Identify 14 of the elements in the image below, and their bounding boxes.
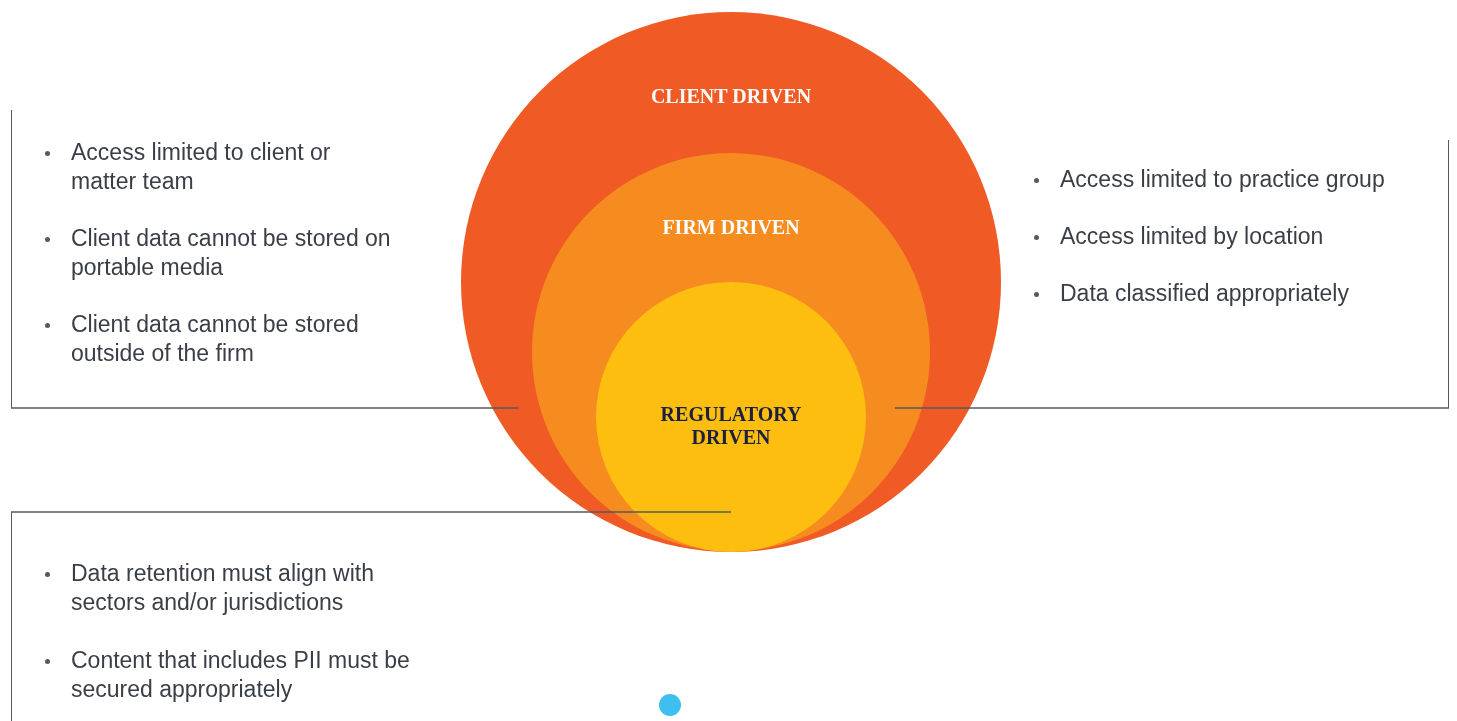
- circle-label: REGULATORY DRIVEN: [659, 403, 803, 449]
- circle-label: FIRM DRIVEN: [661, 216, 801, 239]
- leader-line: [10, 407, 519, 409]
- bullet-text: Client data cannot be stored on portable media: [71, 224, 392, 282]
- bullet-text: Content that includes PII must be secured appropriately: [71, 646, 411, 704]
- bullet-text: Access limited by location: [1060, 222, 1325, 251]
- bullet-text: Client data cannot be stored outside of the firm: [71, 310, 360, 368]
- bullet-text: Access limited to client or matter team: [71, 138, 332, 196]
- leader-line: [10, 511, 732, 513]
- bullet-text: Data classified appropriately: [1060, 279, 1350, 308]
- leader-line: [894, 407, 1450, 409]
- bullet-text: Access limited to practice group: [1060, 165, 1386, 194]
- circle-label: CLIENT DRIVEN: [649, 85, 813, 108]
- bullet-text: Data retention must align with sectors and/or jurisdictions: [71, 559, 375, 617]
